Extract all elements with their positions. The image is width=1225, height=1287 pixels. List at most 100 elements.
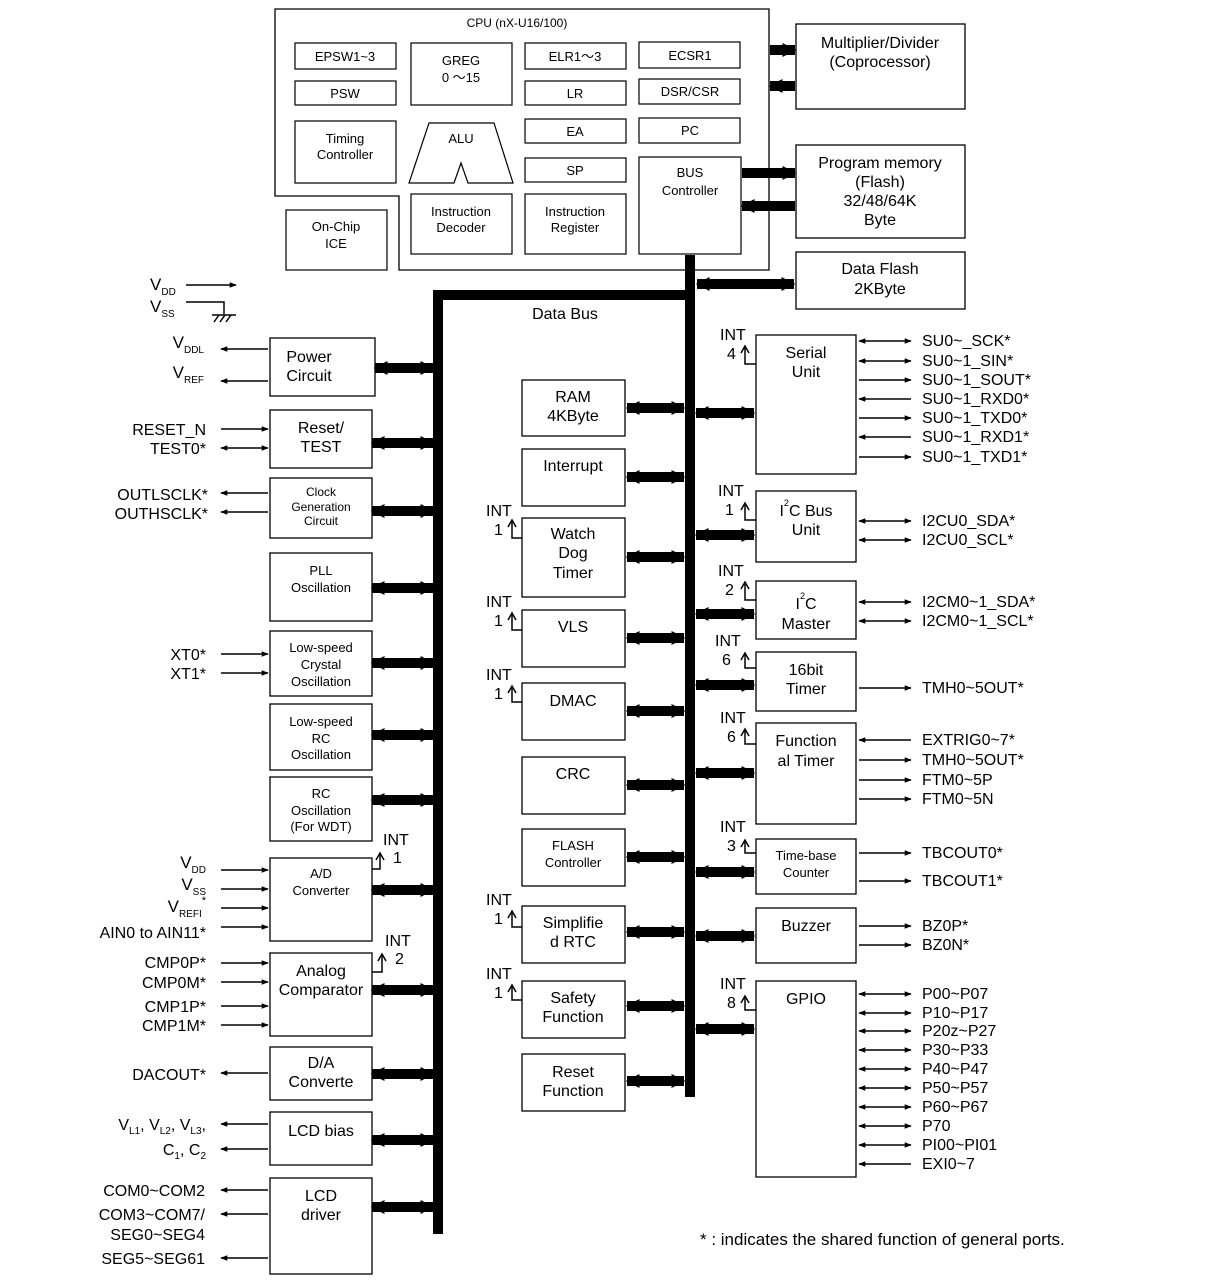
cpu-title: CPU (nX-U16/100) [467, 16, 568, 30]
int-i2cbus-label: INT [718, 483, 744, 500]
i2c-master [755, 580, 857, 640]
watch-dog-timer [521, 517, 626, 598]
i2c-bus-unit [755, 490, 857, 563]
int-functimer-count: 6 [727, 729, 736, 746]
comparator-label-1: Analog [296, 963, 346, 980]
pin-cmp1p: CMP1P* [145, 999, 206, 1016]
ram-label-1: RAM [555, 389, 591, 406]
ls-crystal-label-1: Low-speed [289, 640, 353, 655]
ls-rc-label-2: RC [312, 731, 331, 746]
int-gpio-arrow-icon [740, 994, 750, 1004]
reg-psw [294, 80, 397, 106]
rc-oscillation-wdt [269, 776, 373, 842]
pll-label-2: Oscillation [291, 580, 351, 595]
int-wdt-arrow-icon [507, 518, 517, 528]
int-vls-count: 1 [494, 613, 503, 630]
flash-ctl-label-2: Controller [545, 855, 602, 870]
lcd-bias [269, 1111, 373, 1166]
int-comparator-arrow-icon [377, 952, 387, 962]
pin-gpio-6: P60~P67 [922, 1099, 988, 1116]
instruction-decoder-label-1: Instruction [431, 204, 491, 219]
ad-converter-label-2: Converter [292, 883, 350, 898]
data-flash-label-2: 2KByte [854, 281, 906, 298]
bus-controller [638, 156, 742, 255]
safety-function [521, 980, 626, 1039]
data-flash-label-1: Data Flash [841, 261, 918, 278]
pin-seg0: SEG0~SEG4 [110, 1227, 205, 1244]
pin-buzzer-1: BZ0N* [922, 937, 969, 954]
clock-gen-label-1: Clock [306, 485, 337, 499]
interrupt-label: Interrupt [543, 458, 603, 475]
clock-gen-label-3: Circuit [304, 514, 339, 528]
pll-oscillation [269, 552, 373, 622]
pin-timer16-0: TMH0~5OUT* [922, 680, 1024, 697]
int-timebase-count: 3 [727, 838, 736, 855]
pin-vl: VL1, VL2, VL3, [118, 1117, 206, 1137]
alu-label: ALU [448, 131, 473, 146]
functimer-label-1: Function [775, 733, 836, 750]
program-memory [795, 144, 966, 239]
int-wdt-wire [511, 522, 522, 539]
timer16-label-2: Timer [786, 681, 827, 698]
vss-label: VSS [150, 297, 175, 320]
pin-ad-vrefi: VREFI* [168, 895, 207, 920]
timing-controller-label-1: Timing [326, 131, 365, 146]
bus-controller-label-2: Controller [662, 183, 719, 198]
pin-com0: COM0~COM2 [103, 1183, 205, 1200]
pll-label-1: PLL [309, 563, 332, 578]
data-bus-label: Data Bus [532, 306, 598, 323]
int-rtc-wire [511, 913, 522, 928]
int-serial-arrow-icon [740, 344, 750, 354]
comparator-label-2: Comparator [279, 982, 364, 999]
reg-lr-label: LR [567, 86, 584, 101]
i2c-bus-unit-label-1: I2C Bus [779, 498, 832, 520]
dmac-label: DMAC [549, 693, 596, 710]
pin-serial-6: SU0~1_TXD1* [922, 449, 1027, 466]
pin-test0: TEST0* [150, 441, 206, 458]
reg-dsrcsr [638, 78, 741, 105]
int-comparator-wire [372, 956, 383, 973]
instruction-register [524, 193, 627, 255]
int-safety-wire [511, 987, 522, 1001]
reg-elr-label: ELR1～3 [549, 49, 602, 64]
ram-block [521, 379, 626, 437]
int-rtc-arrow-icon [507, 909, 517, 919]
int-wdt-label: INT [486, 503, 512, 520]
pin-serial-0: SU0~_SCK* [922, 333, 1011, 350]
rc-wdt-label-3: (For WDT) [290, 819, 351, 834]
alu-shape [408, 122, 514, 184]
pin-functimer-1: TMH0~5OUT* [922, 752, 1024, 769]
int-timer16-arrow-icon [740, 651, 750, 661]
pin-ad-vss: VSS [181, 875, 206, 898]
pin-c1-c2: C1, C2 [163, 1142, 207, 1162]
reg-elr [524, 42, 627, 70]
int-safety-count: 1 [494, 985, 503, 1002]
rc-wdt-label-2: Oscillation [291, 803, 351, 818]
program-memory-label-4: Byte [864, 212, 896, 229]
reg-greg-label: GREG [442, 53, 480, 68]
int-safety-arrow-icon [507, 983, 517, 993]
program-memory-label-3: 32/48/64K [844, 193, 917, 210]
int-serial-wire [744, 348, 756, 365]
buzzer-label: Buzzer [781, 918, 831, 935]
reg-ecsr-label: ECSR1 [668, 48, 711, 63]
ls-crystal-label-2: Crystal [301, 657, 342, 672]
pin-com3: COM3~COM7/ [99, 1207, 206, 1224]
lcd-bias-label: LCD bias [288, 1123, 354, 1140]
pin-outlsclk: OUTLSCLK* [117, 487, 208, 504]
crc-block [521, 756, 626, 815]
pin-xt0: XT0* [170, 647, 206, 664]
power-circuit [269, 337, 376, 397]
reg-epsw-label: EPSW1~3 [315, 49, 375, 64]
serial-unit [755, 334, 857, 475]
pin-gpio-2: P20z~P27 [922, 1023, 996, 1040]
pin-timebase-1: TBCOUT1* [922, 873, 1003, 890]
on-chip-ice-label-2: ICE [325, 236, 347, 251]
power-circuit-label-1: Power [286, 349, 332, 366]
timebase-label-1: Time-base [776, 848, 837, 863]
ad-converter-label-1: A/D [310, 866, 332, 881]
int-i2cbus-arrow-icon [740, 501, 750, 511]
pin-seg5: SEG5~SEG61 [101, 1251, 205, 1268]
pin-serial-5: SU0~1_RXD1* [922, 429, 1029, 446]
